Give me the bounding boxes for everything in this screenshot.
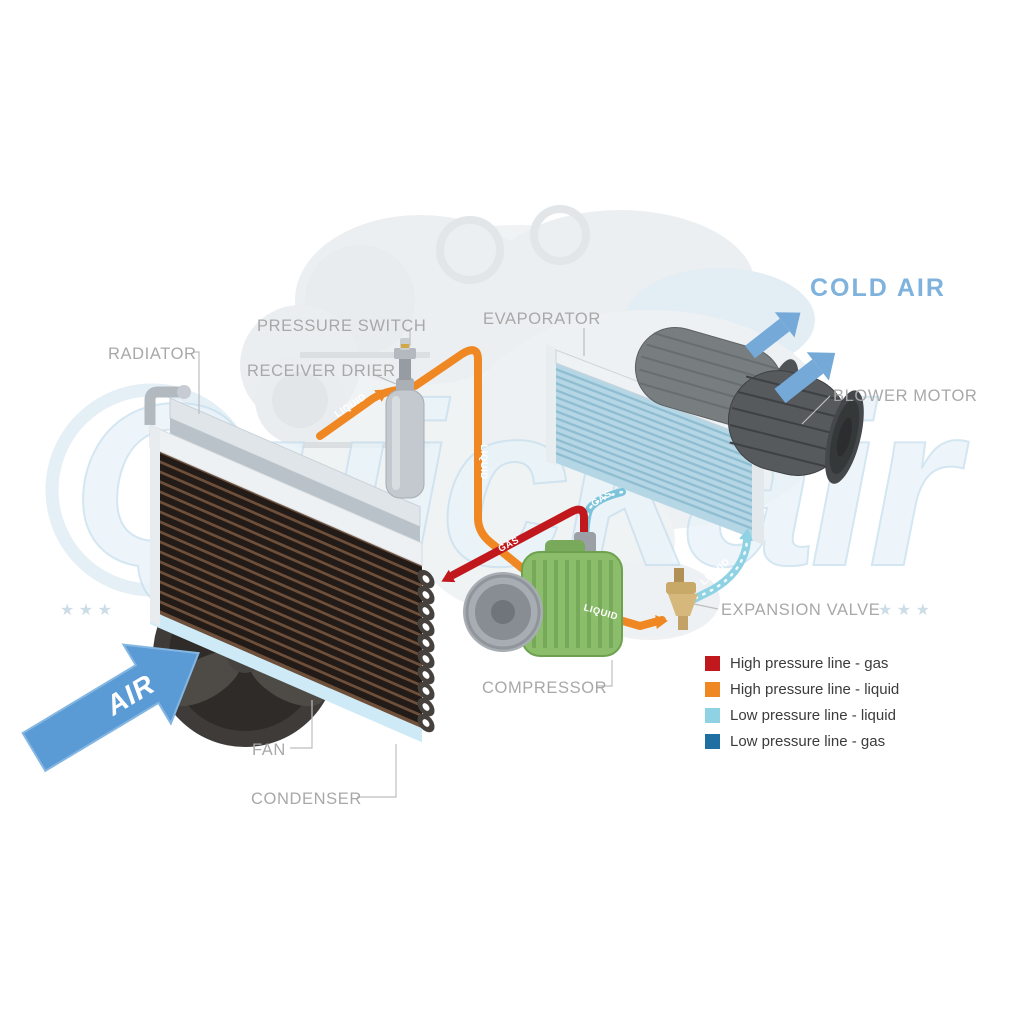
expansion-valve-graphic — [666, 568, 698, 630]
receiver-drier-graphic — [385, 378, 425, 499]
high-pressure-gas-line — [441, 505, 588, 583]
radiator-inlet-pipe — [144, 386, 180, 425]
label-compressor: COMPRESSOR — [482, 679, 608, 697]
leader-receiver-drier — [374, 374, 397, 385]
leader-condenser — [357, 744, 397, 798]
label-expansion-valve: EXPANSION VALVE — [721, 601, 881, 619]
label-radiator: RADIATOR — [108, 345, 197, 363]
legend-swatch-high-liquid — [705, 681, 720, 697]
legend-item: High pressure line - gas — [705, 650, 899, 676]
leader-pressure-switch — [406, 330, 411, 346]
legend-swatch-high-gas — [705, 655, 720, 671]
leader-blower-motor — [801, 395, 831, 425]
condenser-graphic — [149, 424, 435, 743]
pipe-label-liquid-2: LIQUID — [478, 444, 489, 479]
label-receiver-drier: RECEIVER DRIER — [247, 362, 396, 380]
compressor-graphic — [463, 532, 623, 657]
label-blower-motor: BLOWER MOTOR — [833, 387, 978, 405]
condenser-glow — [150, 610, 422, 743]
legend-item: Low pressure line - gas — [705, 728, 899, 754]
label-fan: FAN — [252, 741, 286, 759]
evaporator-graphic — [546, 344, 764, 545]
blower-motor-graphic — [634, 326, 864, 484]
label-cold-air: COLD AIR — [810, 274, 946, 302]
legend-item-label: High pressure line - liquid — [730, 680, 900, 698]
cold-air-arrows — [745, 312, 836, 404]
label-evaporator: EVAPORATOR — [483, 310, 601, 328]
watermark-stars-right: ★ ★ ★ — [878, 602, 930, 619]
watermark-stars-left: ★ ★ ★ — [60, 602, 112, 619]
legend: High pressure line - gas High pressure l… — [705, 650, 899, 754]
legend-swatch-low-liquid — [705, 707, 720, 723]
label-pressure-switch: PRESSURE SWITCH — [257, 317, 427, 335]
leader-compressor — [597, 660, 613, 687]
legend-item-label: Low pressure line - gas — [730, 732, 886, 750]
legend-item-label: High pressure line - gas — [730, 654, 889, 672]
leader-fan — [290, 700, 313, 749]
legend-swatch-low-gas — [705, 733, 720, 749]
leader-lines — [194, 328, 831, 798]
legend-item: High pressure line - liquid — [705, 676, 899, 702]
label-condenser: CONDENSER — [251, 790, 362, 808]
legend-item-label: Low pressure line - liquid — [730, 706, 896, 724]
low-pressure-liquid-line — [684, 528, 753, 606]
legend-item: Low pressure line - liquid — [705, 702, 899, 728]
leader-expansion-valve — [693, 603, 719, 610]
pressure-switch-graphic — [394, 338, 416, 380]
leader-radiator — [194, 351, 200, 414]
